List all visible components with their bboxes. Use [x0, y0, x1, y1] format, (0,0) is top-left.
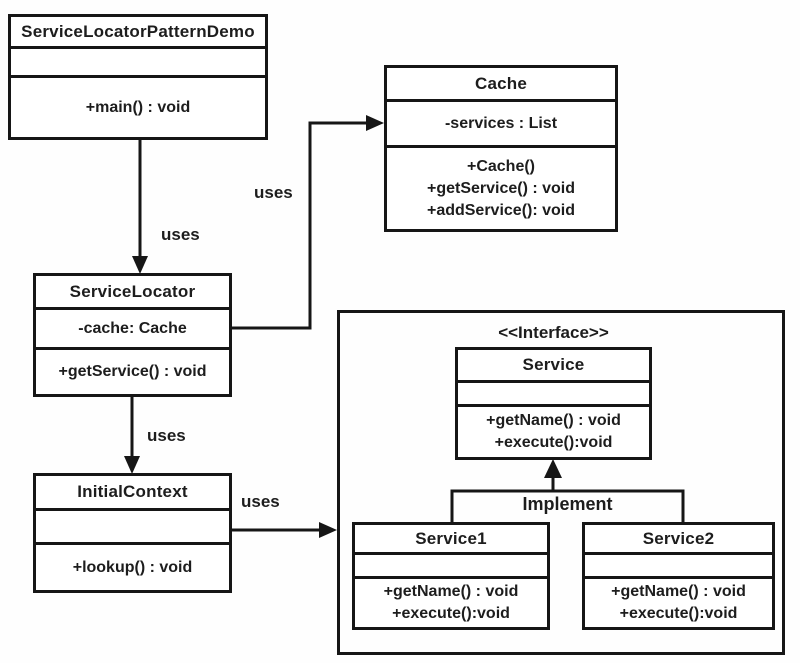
class-methods: +getName() : void +execute():void — [458, 404, 649, 457]
class-title: Service1 — [415, 528, 487, 548]
class-attributes: -cache: Cache — [36, 307, 229, 347]
class-box-service: Service +getName() : void +execute():voi… — [455, 347, 652, 460]
class-attributes-empty — [355, 552, 547, 576]
class-title: ServiceLocatorPatternDemo — [21, 21, 255, 41]
method: +addService(): void — [426, 201, 576, 219]
class-box-servicelocator: ServiceLocator -cache: Cache +getService… — [33, 273, 232, 397]
method: +main() : void — [85, 98, 191, 116]
attribute: -cache: Cache — [78, 319, 187, 337]
class-title: Cache — [474, 73, 528, 93]
arrowhead-right-icon — [366, 115, 384, 131]
class-methods: +getName() : void +execute():void — [355, 576, 547, 627]
uses-label-locator-context: uses — [147, 426, 186, 445]
class-methods: +main() : void — [11, 75, 265, 137]
arrowhead-right-icon — [319, 522, 337, 538]
method: +getName() : void — [383, 583, 519, 600]
class-attributes-empty — [36, 508, 229, 542]
class-methods: +getService() : void — [36, 347, 229, 394]
class-methods: +Cache() +getService() : void +addServic… — [387, 145, 615, 229]
uses-label-demo-locator: uses — [161, 225, 200, 244]
class-box-cache: Cache -services : List +Cache() +getServ… — [384, 65, 618, 232]
method: +getService() : void — [426, 179, 576, 197]
method: +execute():void — [392, 605, 510, 622]
implement-label: Implement — [522, 494, 613, 514]
class-methods: +getName() : void +execute():void — [585, 576, 772, 627]
method: +getName() : void — [611, 583, 746, 600]
method: +execute():void — [494, 434, 613, 451]
class-attributes-empty — [458, 380, 649, 404]
class-box-service1: Service1 +getName() : void +execute():vo… — [352, 522, 550, 630]
class-title: Service2 — [642, 528, 715, 548]
class-attributes-empty — [585, 552, 772, 576]
class-box-service2: Service2 +getName() : void +execute():vo… — [582, 522, 775, 630]
services-container-box — [337, 310, 785, 655]
class-methods: +lookup() : void — [36, 542, 229, 590]
class-box-servicelocatorpatterndemo: ServiceLocatorPatternDemo +main() : void — [8, 14, 268, 140]
method: +lookup() : void — [72, 558, 193, 576]
class-attributes: -services : List — [387, 99, 615, 145]
class-title: Service — [522, 355, 585, 374]
method: +getName() : void — [486, 412, 621, 429]
method: +execute():void — [619, 605, 738, 622]
class-title: InitialContext — [77, 482, 188, 501]
class-box-initialcontext: InitialContext +lookup() : void — [33, 473, 232, 593]
uses-label-context-services: uses — [241, 492, 280, 511]
arrowhead-down-icon — [132, 256, 148, 274]
uses-label-locator-cache: uses — [254, 183, 293, 202]
arrowhead-down-icon — [124, 456, 140, 474]
method: +getService() : void — [58, 363, 207, 380]
class-title: ServiceLocator — [69, 281, 196, 301]
method: +Cache() — [466, 157, 536, 175]
attribute: -services : List — [444, 114, 558, 132]
class-attributes-empty — [11, 46, 265, 75]
connector-locator-to-cache — [232, 121, 374, 330]
interface-stereotype-label: <<Interface>> — [498, 323, 609, 342]
